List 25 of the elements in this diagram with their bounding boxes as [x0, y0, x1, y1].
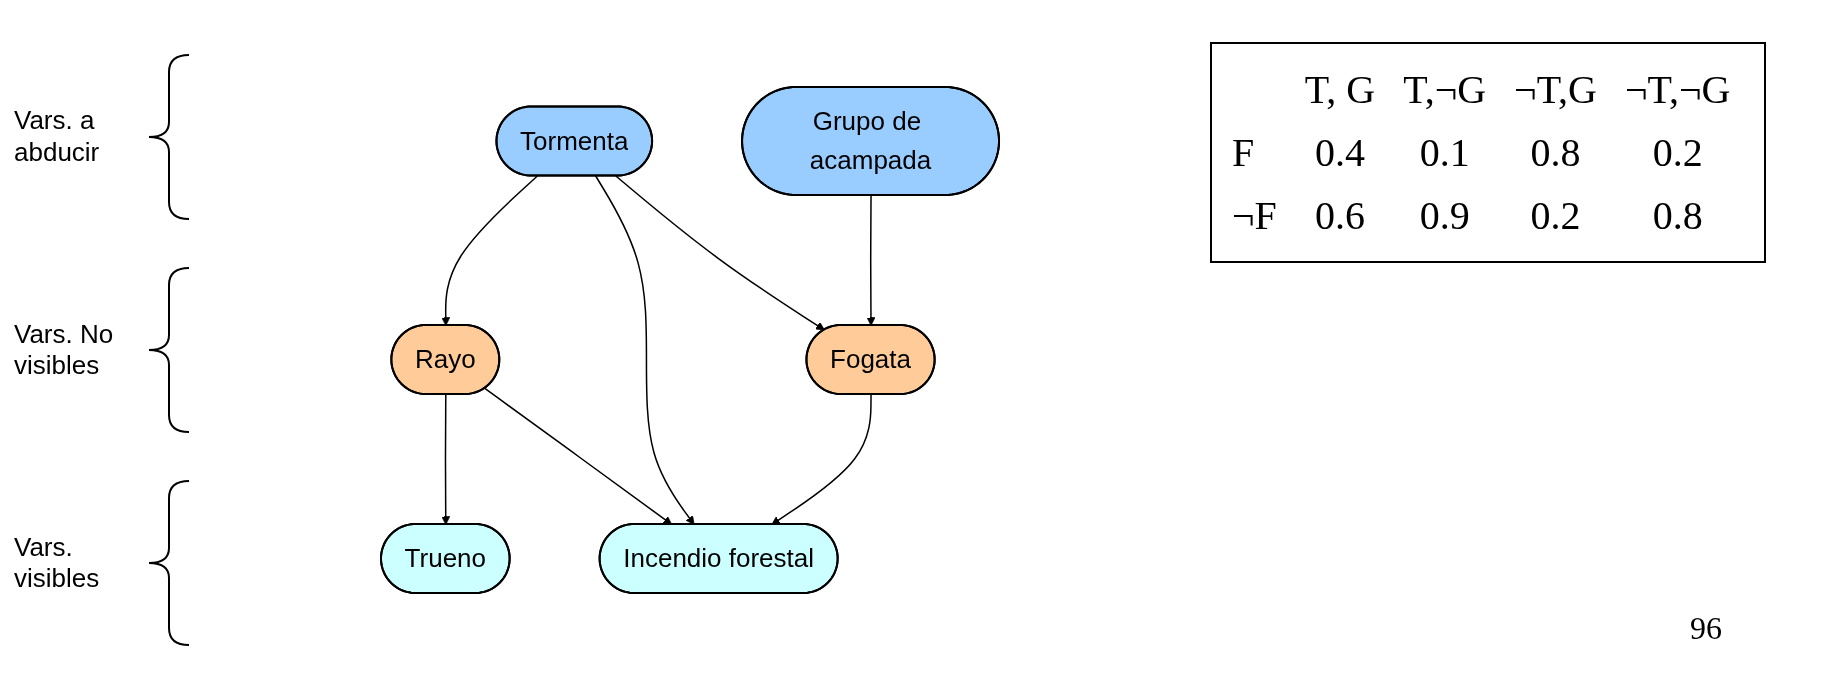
arrow: [441, 175, 539, 326]
arrow: [771, 393, 872, 525]
table-cell-text: 0.1: [1418, 129, 1471, 177]
table-cell-text: 0.2: [1529, 192, 1582, 240]
table-cell-text: T, G: [1303, 66, 1377, 114]
arrow: [866, 194, 876, 326]
table-cell-text: 0.8: [1651, 192, 1704, 240]
table-cell-text: 0.4: [1314, 129, 1366, 177]
group-label: Vars. a abducir: [13, 105, 101, 168]
table-cell-text: 0.6: [1314, 192, 1366, 240]
table-cell-text: F: [1232, 129, 1256, 177]
table-cell-text: 0.9: [1418, 192, 1471, 240]
arrow: [594, 175, 695, 525]
arrow: [441, 393, 451, 525]
table-cell-text: ¬F: [1232, 192, 1278, 240]
group-label: Vars. No visibles: [13, 318, 115, 382]
group-label: Vars. visibles: [13, 532, 101, 595]
table-cell-text: 0.2: [1651, 129, 1704, 177]
table-cell-text: ¬T,G: [1513, 66, 1598, 114]
page-number: 96: [1690, 610, 1722, 647]
arrow: [484, 387, 673, 525]
table-cell-text: T,¬G: [1402, 66, 1488, 114]
arrow: [615, 175, 825, 331]
table-cell-text: ¬T,¬G: [1624, 66, 1732, 114]
table-cell-text: 0.8: [1529, 129, 1582, 177]
